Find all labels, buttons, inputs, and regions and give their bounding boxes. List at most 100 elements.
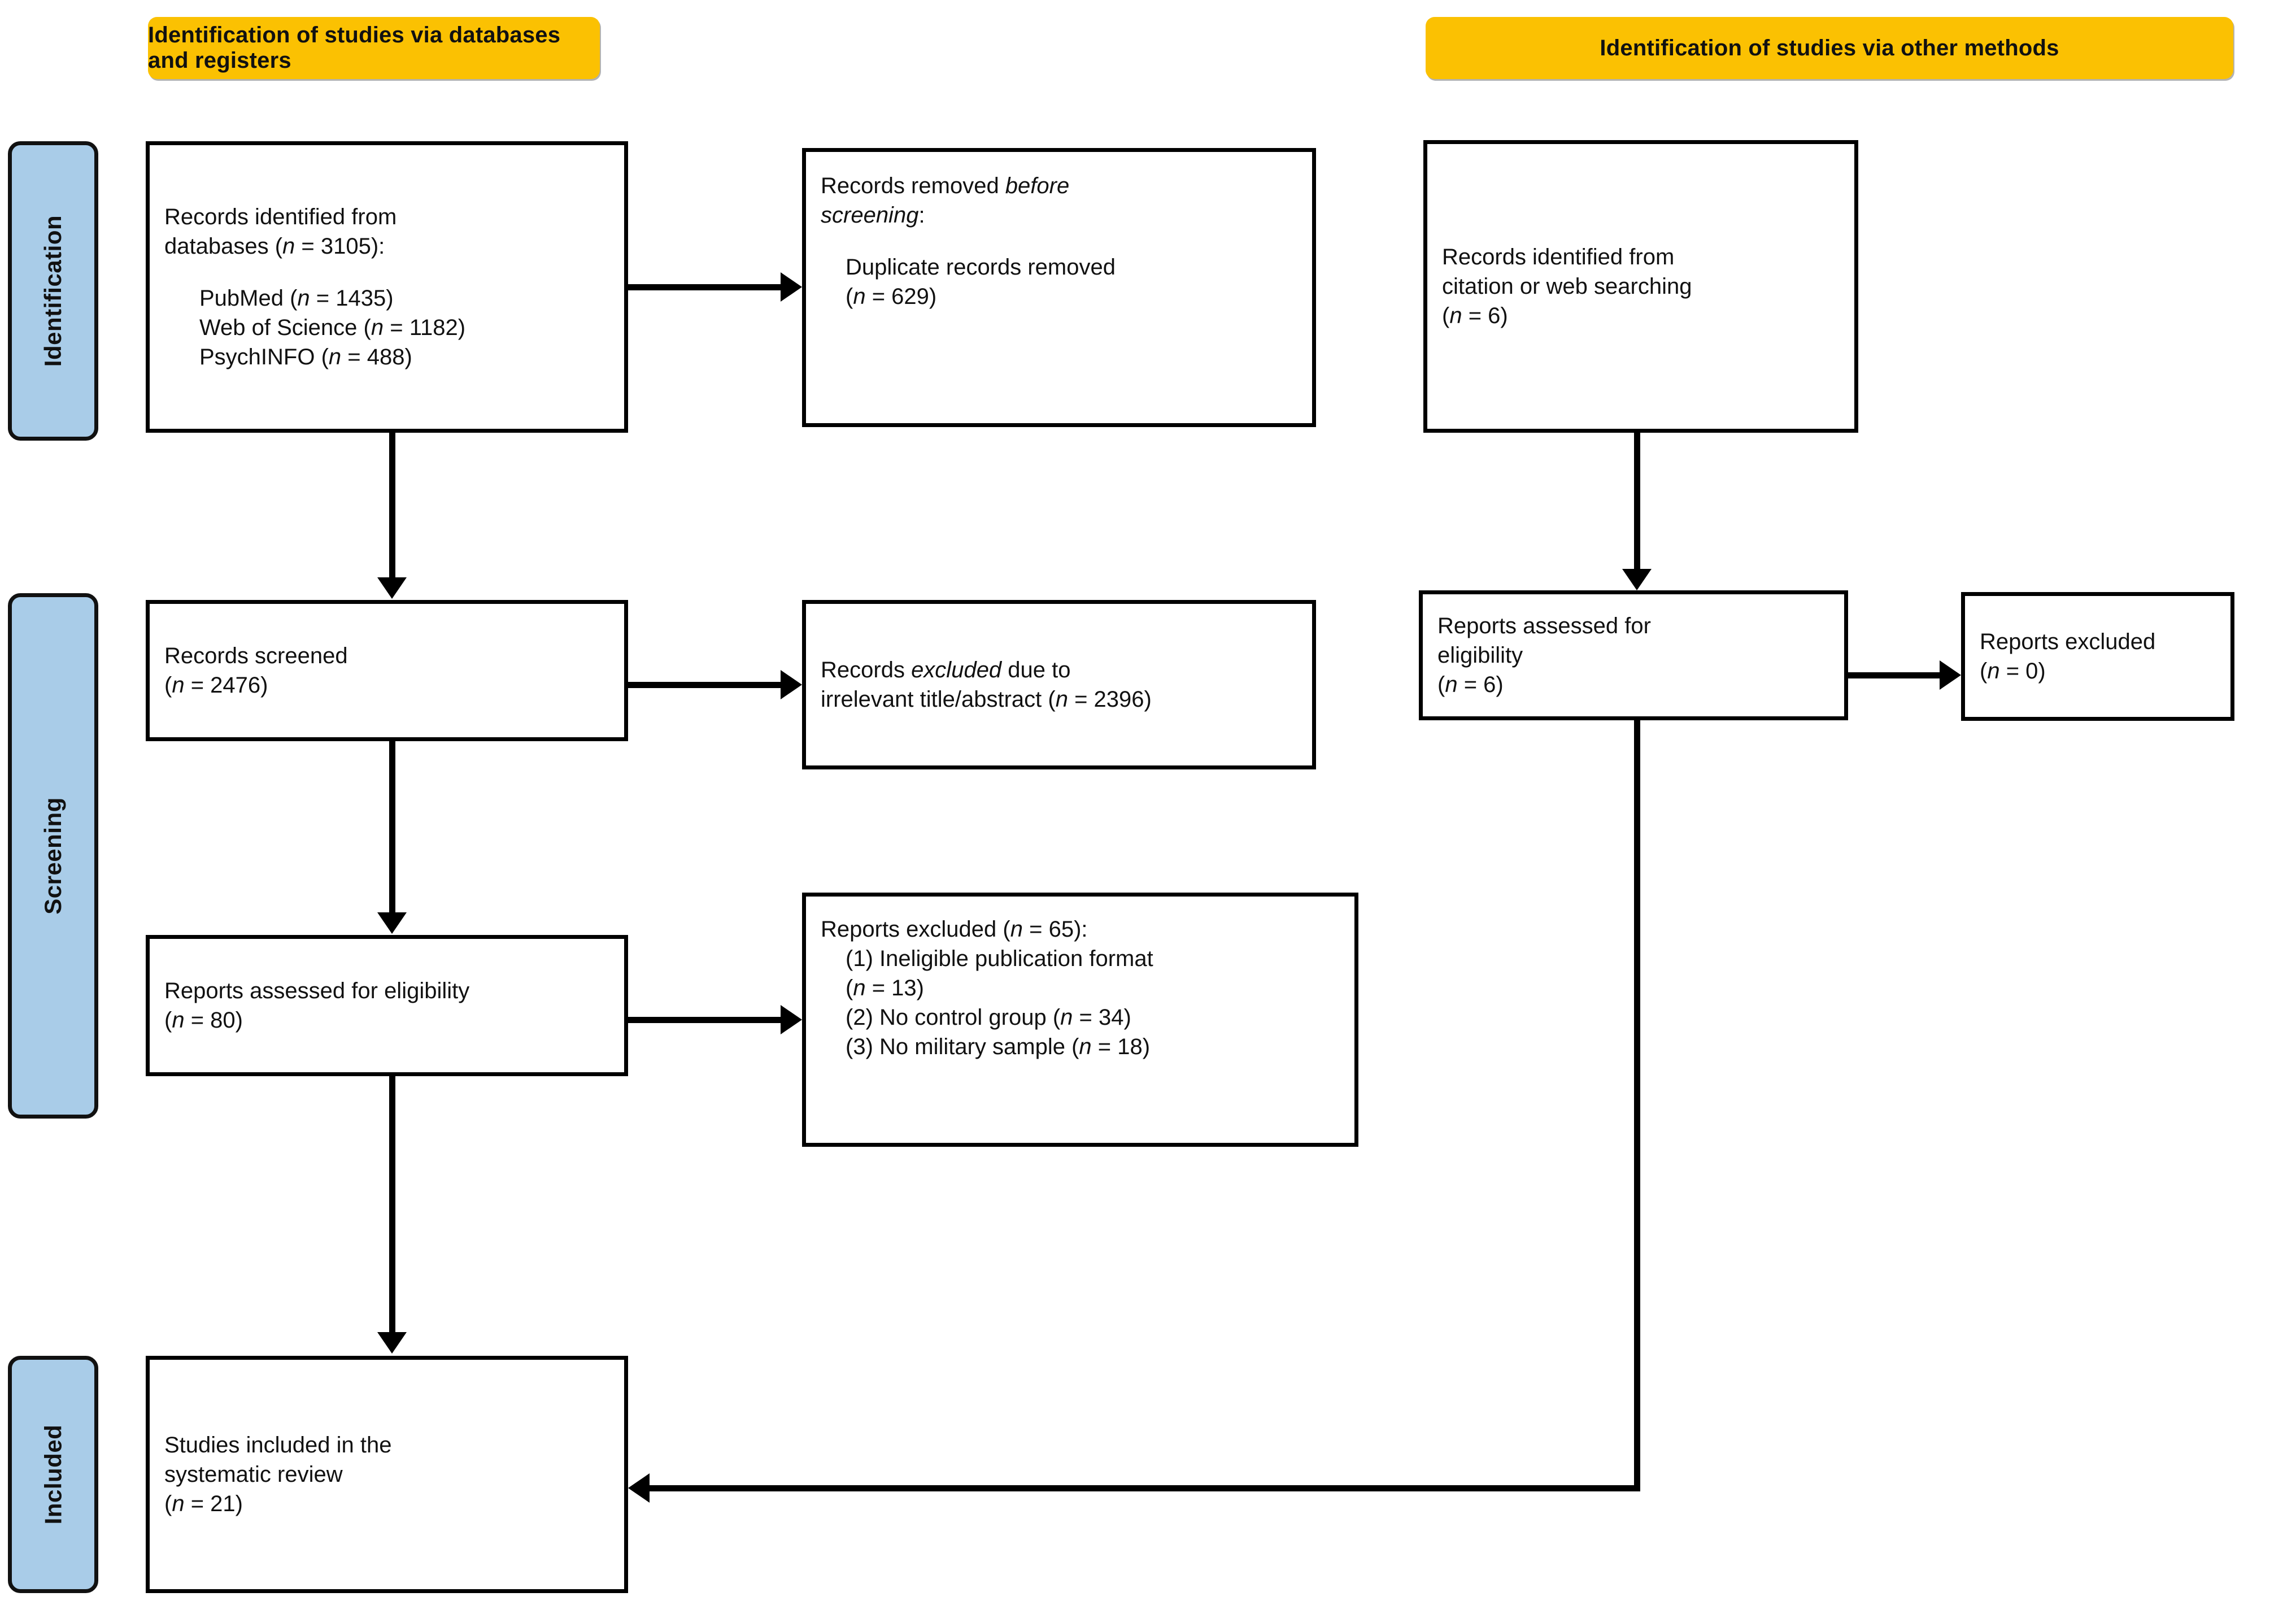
studies-included-count-pre: ( [164,1491,172,1516]
exclusion-reason-label: (2) No control group ( [846,1005,1061,1030]
stage-bar-screening: Screening [8,593,98,1119]
stage-label-identification: Identification [40,215,66,367]
records-excluded-line1-pre: Records [821,658,912,682]
studies-included-count-post: = 21) [184,1491,243,1516]
exclusion-reason: (3) No military sample (n = 18) [821,1032,1340,1061]
banner-left-label: Identification of studies via databases … [148,23,561,73]
studies-included-line1: Studies included in the [164,1433,392,1458]
reports-excluded-other-line1: Reports excluded [1980,629,2156,654]
exclusion-count-post: = 13) [865,976,924,1000]
connector-other-identified-to-assessed [1634,433,1640,569]
connector-identified-to-removed [628,284,782,290]
reports-assessed-count-pre: ( [164,1008,172,1033]
reports-excluded-other-count-post: = 0) [1999,659,2046,684]
source-item: Web of Science (n = 1182) [164,313,609,342]
reports-assessed-other-line1: Reports assessed for [1437,614,1651,638]
exclusion-reason-count: (n = 13) [821,973,1340,1003]
reports-excluded-other-line2: (n = 0) [1980,656,2216,686]
box-studies-included: Studies included in the systematic revie… [146,1356,628,1593]
reports-assessed-other-count-n: n [1445,672,1458,697]
source-name: PsychINFO ( [199,345,329,369]
duplicate-removed-line1: Duplicate records removed [846,255,1116,280]
box-reports-excluded-reasons: Reports excluded (n = 65): (1) Ineligibl… [802,893,1358,1147]
source-name: PubMed ( [199,286,298,311]
records-identified-line2: databases (n = 3105): [164,232,609,261]
box-records-identified-databases: Records identified from databases (n = 3… [146,141,628,433]
box-reports-assessed-eligibility: Reports assessed for eligibility (n = 80… [146,935,628,1076]
duplicate-count-post: = 629) [865,284,937,309]
connector-assessed-to-included [389,1076,395,1333]
duplicate-removed-line2: (n = 629) [821,282,1297,311]
other-records-count-pre: ( [1442,303,1450,328]
source-item: PsychINFO (n = 488) [164,342,609,372]
reports-assessed-other-line2: eligibility [1437,643,1523,668]
reports-assessed-count-post: = 80) [184,1008,243,1033]
arrow-other-assessed-to-included [628,1473,650,1503]
arrow-assessed-to-included [377,1332,407,1354]
records-excluded-line2: irrelevant title/abstract (n = 2396) [821,685,1297,714]
connector-other-assessed-to-included [650,1485,1640,1491]
reports-assessed-line1: Reports assessed for eligibility [164,978,470,1003]
exclusion-reason: (2) No control group (n = 34) [821,1003,1340,1032]
records-excluded-line2-pre: irrelevant title/abstract ( [821,687,1056,712]
records-identified-line2-pre: databases ( [164,234,283,259]
records-screened-count-n: n [172,673,185,698]
reports-assessed-line2: (n = 80) [164,1006,609,1035]
stage-label-screening: Screening [40,797,67,915]
other-records-count-n: n [1449,303,1462,328]
stage-label-included: Included [40,1424,66,1525]
source-item: PubMed (n = 1435) [164,284,609,313]
records-excluded-line2-post: = 2396) [1068,687,1152,712]
reports-assessed-count-n: n [172,1008,185,1033]
connector-screened-to-excluded [628,682,782,688]
banner-identification-databases: Identification of studies via databases … [148,17,600,79]
studies-included-line2: systematic review [164,1462,343,1487]
exclusion-reason: (1) Ineligible publication format [821,944,1340,973]
records-excluded-line1-italic: excluded [911,658,1002,682]
exclusion-count-post: = 34) [1073,1005,1131,1030]
records-screened-count-post: = 2476) [184,673,268,698]
studies-included-count-n: n [172,1491,185,1516]
records-excluded-line1-post: due to [1001,658,1071,682]
connector-screened-to-assessed [389,741,395,913]
reports-assessed-other-count-post: = 6) [1457,672,1504,697]
exclusion-count-post: = 18) [1091,1034,1151,1059]
connector-identified-to-screened [389,433,395,578]
box-records-excluded: Records excluded due to irrelevant title… [802,600,1316,769]
arrow-identified-to-screened [377,577,407,599]
records-excluded-line2-italic: n [1055,687,1068,712]
arrow-screened-to-excluded [781,670,802,699]
arrow-screened-to-assessed [377,912,407,934]
exclusion-count-n: n [853,976,866,1000]
exclusion-count-pre: ( [846,976,853,1000]
reports-excluded-header: Reports excluded (n = 65): [821,915,1340,944]
records-removed-line2: screening: [821,201,1297,230]
records-excluded-line1: Records excluded due to [821,655,1297,685]
box-reports-assessed-other: Reports assessed for eligibility (n = 6) [1419,590,1848,720]
records-removed-line2-post: : [918,203,925,228]
studies-included-line3: (n = 21) [164,1489,609,1519]
records-screened-count-pre: ( [164,673,172,698]
records-removed-line2-italic: screening [821,203,919,228]
box-reports-excluded-other: Reports excluded (n = 0) [1961,592,2234,721]
records-removed-line1-italic: before [1005,173,1070,198]
other-records-count-post: = 6) [1462,303,1508,328]
source-count: = 1435) [310,286,394,311]
other-records-line1: Records identified from [1442,245,1675,269]
records-identified-line2-post: = 3105): [295,234,385,259]
records-screened-line2: (n = 2476) [164,671,609,700]
source-name: Web of Science ( [199,315,371,340]
source-n: n [328,345,342,369]
records-removed-line1: Records removed before [821,171,1297,201]
reports-excluded-header-pre: Reports excluded ( [821,917,1010,942]
spacer [821,230,1297,253]
reports-assessed-other-count-pre: ( [1437,672,1445,697]
source-count: = 1182) [384,315,466,340]
exclusion-count-n: n [1079,1034,1092,1059]
box-records-screened: Records screened (n = 2476) [146,600,628,741]
source-count: = 488) [341,345,412,369]
other-records-line2: citation or web searching [1442,274,1692,299]
reports-excluded-header-n: n [1010,917,1023,942]
exclusion-reason-label: (1) Ineligible publication format [846,946,1153,971]
stage-bar-included: Included [8,1356,98,1593]
